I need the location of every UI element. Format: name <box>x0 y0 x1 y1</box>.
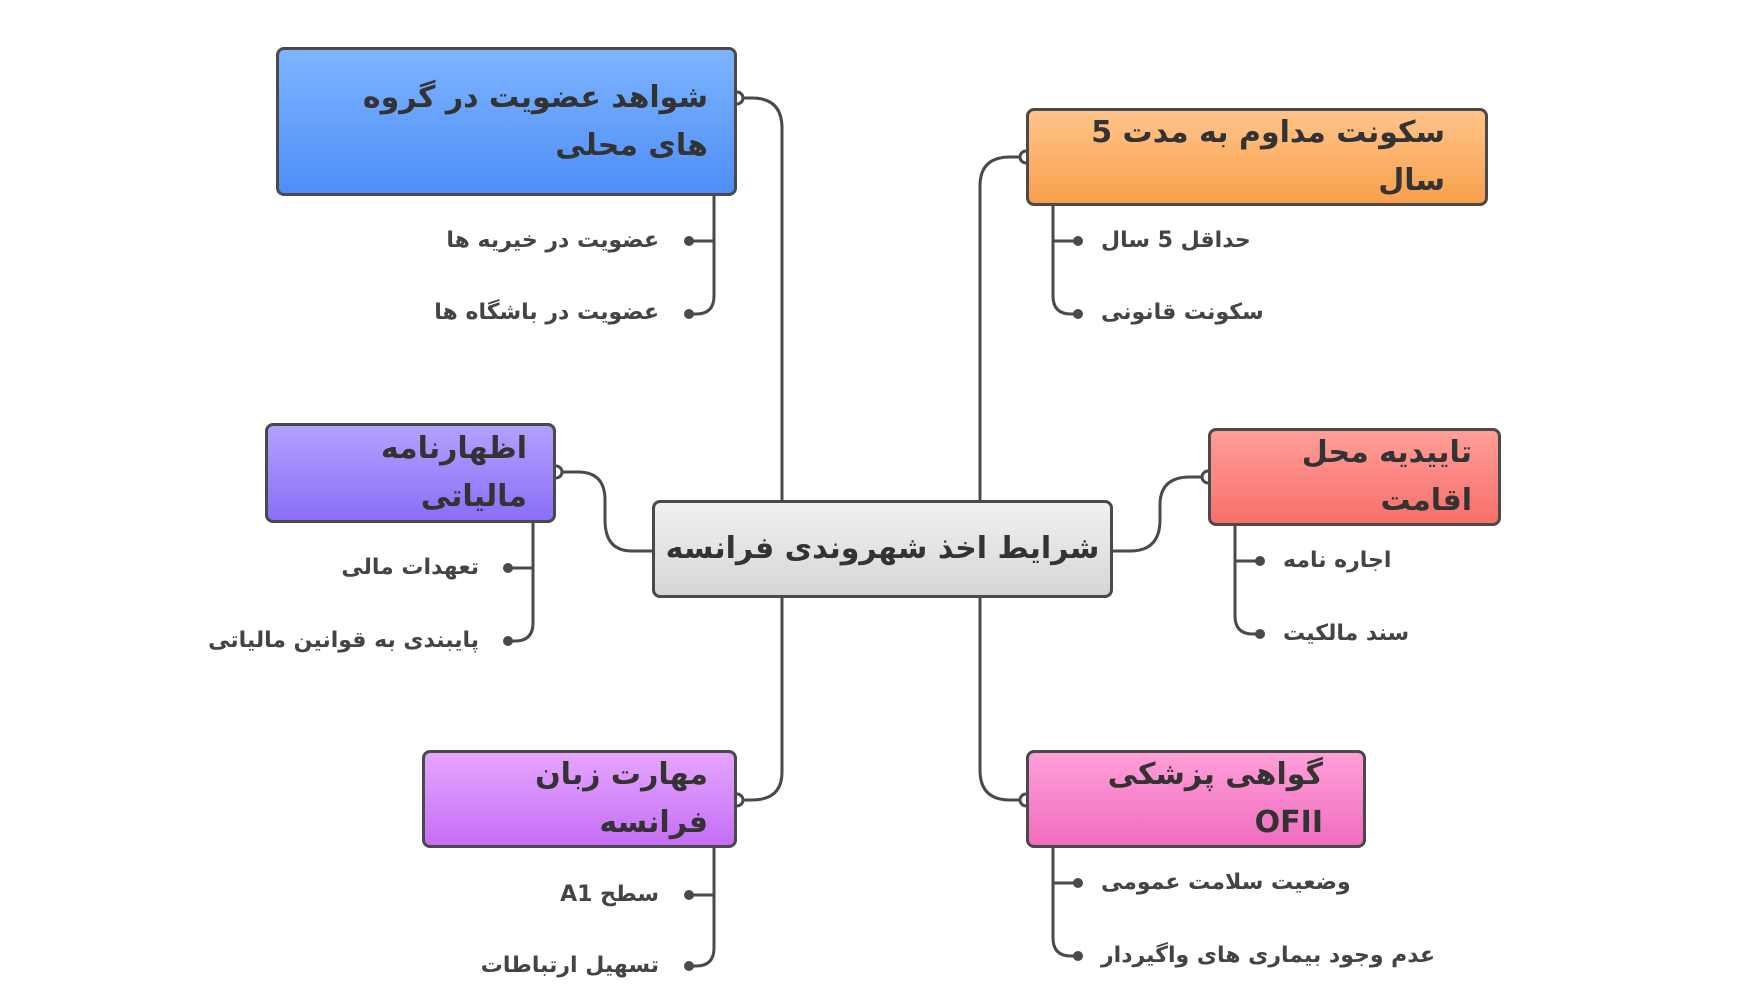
link-center-language <box>735 596 784 802</box>
topic-local-groups-label: شواهد عضویت در گروه های محلی <box>362 79 708 163</box>
topic-address-label: تاییدیه محل اقامت <box>1301 435 1472 518</box>
link-language-children <box>687 846 716 968</box>
leaf-financial-obligations[interactable]: تعهدات مالی <box>341 555 479 580</box>
leaf-legal-residence[interactable]: سکونت قانونی <box>1101 300 1264 325</box>
center-node[interactable]: شرایط اخذ شهروندی فرانسه <box>652 500 1113 598</box>
link-address-children <box>1233 524 1262 636</box>
leaf-general-health[interactable]: وضعیت سلامت عمومی <box>1101 870 1351 895</box>
topic-medical-label: گواهی پزشکی OFII <box>1107 757 1323 840</box>
link-tax-children <box>506 521 535 643</box>
leaf-lease[interactable]: اجاره نامه <box>1283 548 1392 573</box>
topic-residence[interactable]: سکونت مداوم به مدت 5 سال <box>1026 108 1488 206</box>
leaf-property-deed[interactable]: سند مالکیت <box>1283 621 1410 646</box>
topic-tax-label: اظهارنامه مالیاتی <box>380 431 527 514</box>
link-medical-children <box>1051 846 1080 958</box>
link-center-address <box>1111 475 1210 553</box>
leaf-minimum-5-years[interactable]: حداقل 5 سال <box>1101 228 1251 253</box>
topic-language-label: مهارت زبان فرانسه <box>535 757 708 840</box>
topic-local-groups[interactable]: شواهد عضویت در گروه های محلی <box>276 47 737 196</box>
leaf-club-membership[interactable]: عضویت در باشگاه ها <box>434 300 659 325</box>
leaf-charity-membership[interactable]: عضویت در خیریه ها <box>446 228 659 253</box>
center-label: شرایط اخذ شهروندی فرانسه <box>665 531 1100 566</box>
topic-address[interactable]: تاییدیه محل اقامت <box>1208 428 1501 526</box>
link-center-tax <box>554 470 654 553</box>
link-center-medical <box>978 596 1028 802</box>
topic-residence-label: سکونت مداوم به مدت 5 سال <box>1091 115 1445 198</box>
leaf-tax-compliance[interactable]: پایبندی به قوانین مالیاتی <box>208 628 479 653</box>
link-center-residence <box>978 155 1028 502</box>
link-center-local-groups <box>735 96 784 502</box>
leaf-communication[interactable]: تسهیل ارتباطات <box>480 953 659 978</box>
topic-language[interactable]: مهارت زبان فرانسه <box>422 750 737 848</box>
link-residence-children <box>1051 204 1080 316</box>
leaf-level-a1[interactable]: سطح A1 <box>560 882 659 907</box>
topic-medical[interactable]: گواهی پزشکی OFII <box>1026 750 1366 848</box>
topic-tax[interactable]: اظهارنامه مالیاتی <box>265 423 556 523</box>
leaf-no-contagious-disease[interactable]: عدم وجود بیماری های واگیردار <box>1101 943 1436 968</box>
link-local-groups-children <box>687 194 716 316</box>
